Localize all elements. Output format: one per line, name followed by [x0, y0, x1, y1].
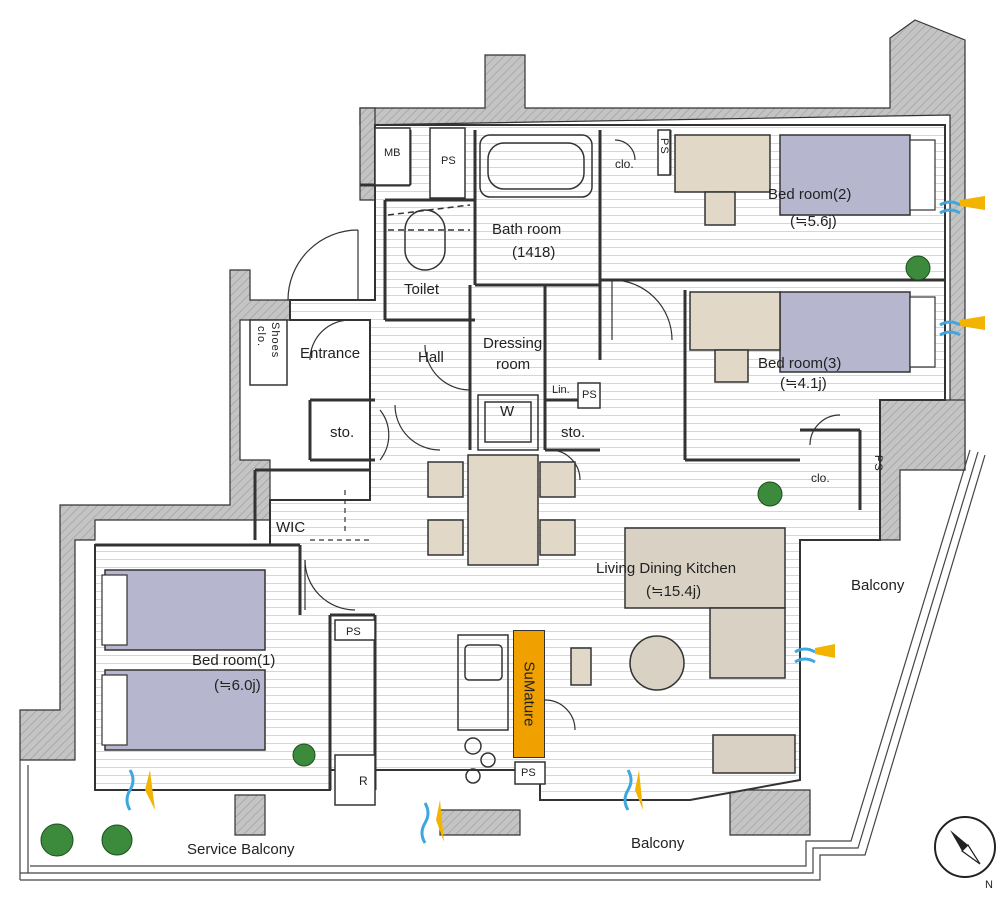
dressing-label: Dressing [483, 335, 543, 352]
plants [40, 255, 931, 857]
dressing-room-label: room [496, 356, 531, 373]
bed1-size: (≒6.0j) [214, 677, 261, 694]
entrance-label: Entrance [300, 345, 361, 362]
sumature-panel: SuMature [513, 630, 545, 758]
clo-bed3-label: clo. [811, 471, 830, 485]
balcony-railings [19, 449, 986, 881]
balcony-south-label: Balcony [631, 835, 685, 852]
small-rooms [249, 127, 671, 806]
bath-size: (1418) [512, 244, 556, 261]
lin-label: Lin. [552, 384, 570, 396]
beds [104, 134, 911, 751]
air-vents [125, 196, 985, 844]
sto-right-label: sto. [561, 424, 586, 441]
washer-label: W [500, 403, 515, 420]
ps-bath1-label: PS [521, 767, 536, 779]
service-balcony-label: Service Balcony [187, 841, 295, 858]
toilet-label: Toilet [404, 281, 440, 298]
bed1-name: Bed room(1) [192, 652, 276, 669]
bath-name: Bath room [492, 221, 562, 238]
ps-dress-label: PS [582, 389, 597, 401]
ps-bed2-label: PS [658, 138, 670, 155]
mb-label: MB [384, 147, 401, 159]
exterior-walls [19, 19, 966, 836]
compass-icon [934, 816, 996, 878]
furniture [427, 134, 796, 774]
dashed-lines [310, 459, 800, 541]
hall-label: Hall [418, 349, 444, 366]
pillows [101, 139, 936, 746]
wic-label: WIC [276, 519, 306, 536]
clo-top-label: clo. [615, 157, 634, 171]
ps-bed3-label: PS [872, 455, 884, 472]
bed2-name: Bed room(2) [768, 186, 852, 203]
bed3-size: (≒4.1j) [780, 375, 827, 392]
compass-label: N [985, 879, 993, 891]
shoes-label: Shoes [269, 322, 281, 359]
fixtures [387, 134, 593, 784]
ps-top-label: PS [441, 155, 456, 167]
bed2-size: (≒5.6j) [790, 213, 837, 230]
door-swings [287, 139, 841, 731]
sumature-label: SuMature [520, 661, 538, 727]
refrigerator-label: R [359, 774, 368, 788]
sto-left-label: sto. [330, 424, 355, 441]
bed3-name: Bed room(3) [758, 355, 842, 372]
ldk-size: (≒15.4j) [646, 583, 702, 600]
ldk-name: Living Dining Kitchen [596, 560, 737, 577]
ps-kitchen-label: PS [346, 626, 361, 638]
balcony-east-label: Balcony [851, 577, 905, 594]
clo-shoes-label: clo. [255, 326, 267, 348]
partition-walls [95, 130, 945, 790]
